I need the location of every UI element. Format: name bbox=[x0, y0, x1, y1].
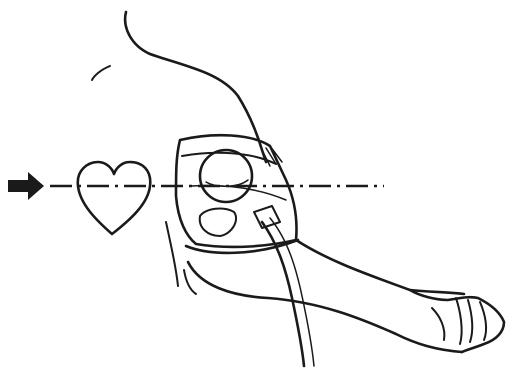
arrow-icon bbox=[8, 172, 44, 200]
thumb bbox=[432, 308, 444, 340]
finger-1 bbox=[456, 298, 462, 344]
shoulder-curve bbox=[92, 66, 110, 80]
tube-connector bbox=[254, 206, 280, 228]
elbow-line bbox=[184, 270, 196, 294]
torso-outline bbox=[125, 12, 266, 162]
cuff-dial bbox=[200, 150, 252, 202]
forearm-upper bbox=[296, 240, 464, 294]
forearm-lower bbox=[188, 262, 462, 352]
finger-3 bbox=[480, 302, 486, 340]
cuff-upper-band bbox=[182, 153, 276, 164]
cuff bbox=[176, 135, 298, 253]
finger-2 bbox=[468, 300, 472, 342]
hand bbox=[410, 290, 504, 352]
torso-side-line bbox=[166, 222, 178, 286]
heart-icon bbox=[78, 162, 150, 234]
artery-sensor bbox=[200, 209, 236, 236]
